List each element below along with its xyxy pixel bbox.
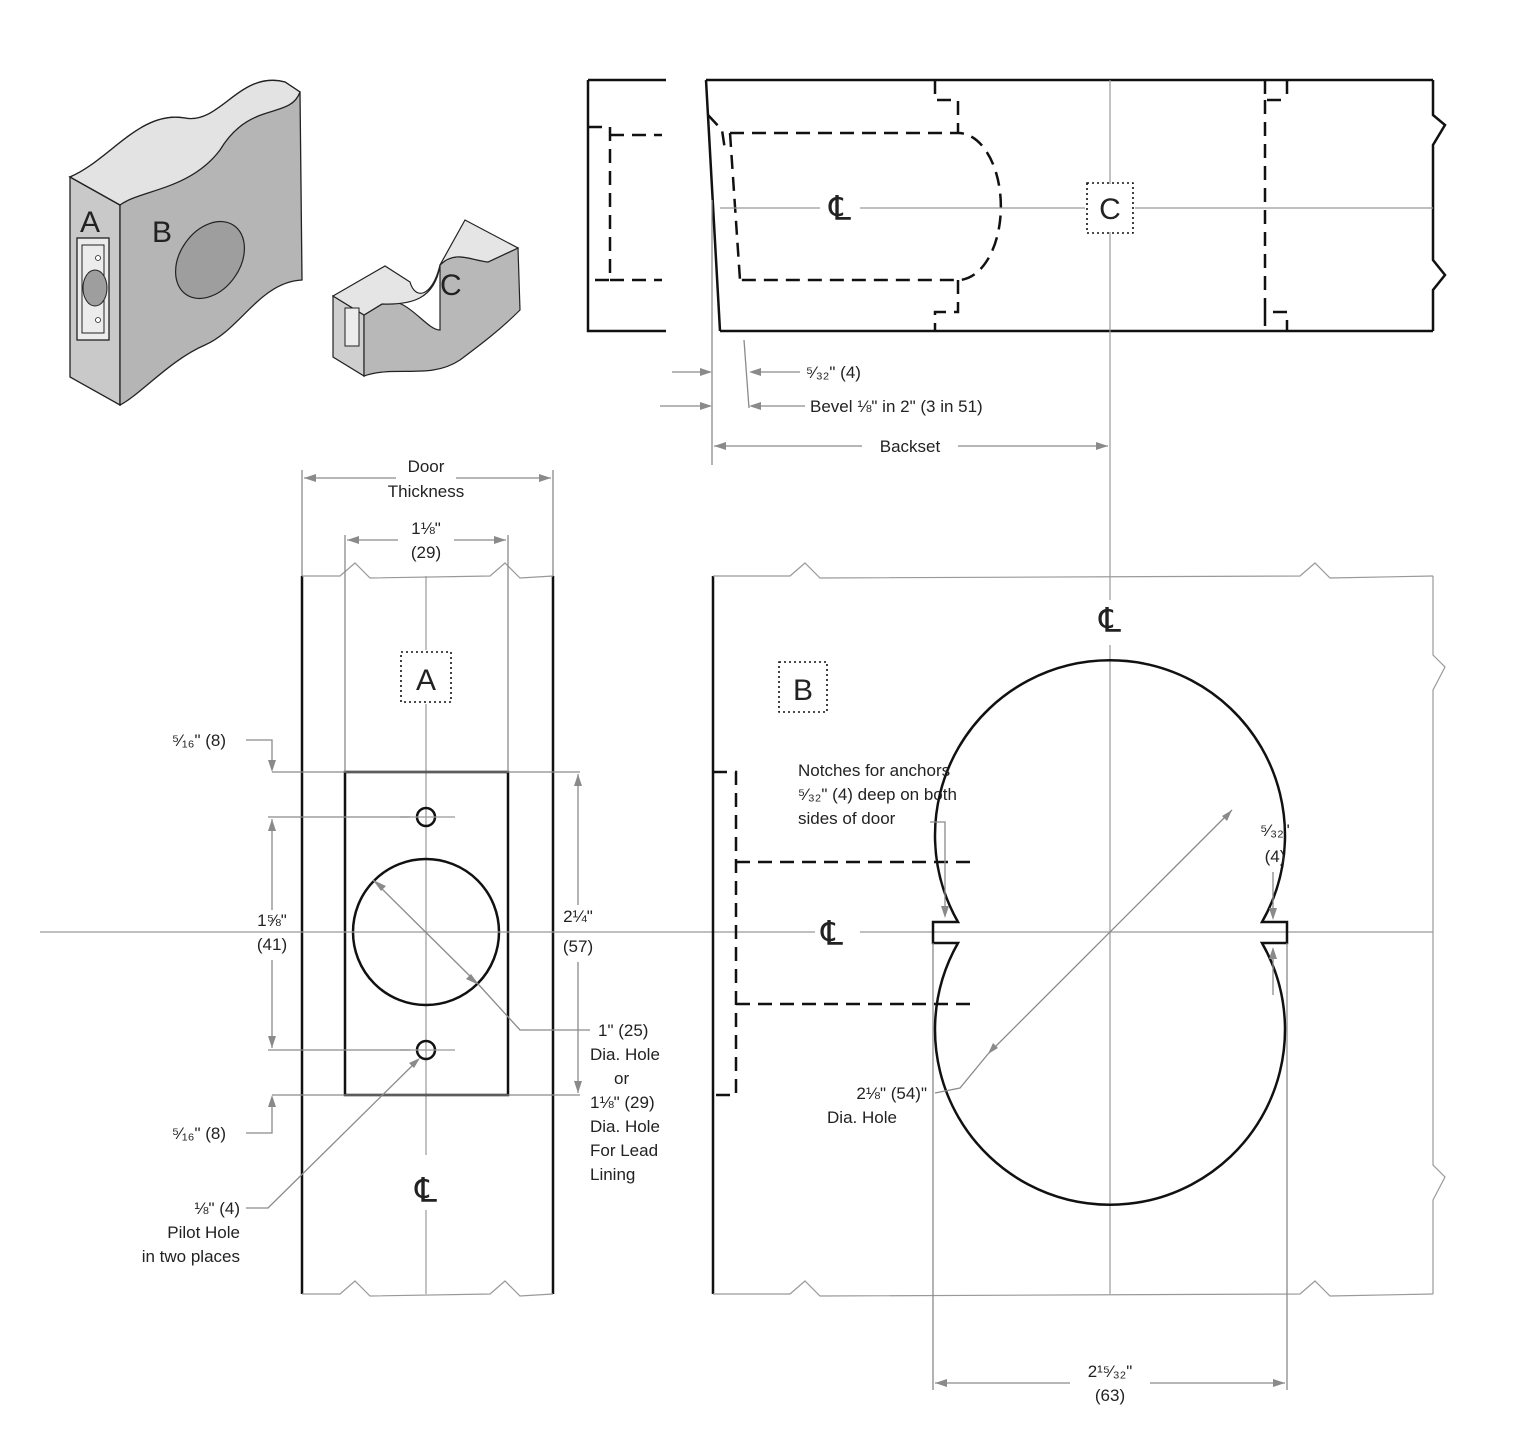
dim-door-thickness-1: Door bbox=[408, 457, 445, 476]
box-b-label: B bbox=[793, 674, 813, 707]
dim-dia-1: 2⅛" (54)" bbox=[856, 1084, 927, 1103]
dim-5-16-top: ⁵⁄₁₆" (8) bbox=[172, 731, 226, 750]
dim-hole-2: Dia. Hole bbox=[590, 1045, 660, 1064]
iso-block-sketch: C bbox=[331, 219, 521, 378]
dim-pilot-2: Pilot Hole bbox=[167, 1223, 240, 1242]
dim-hole-5: Dia. Hole bbox=[590, 1117, 660, 1136]
iso-label-b: B bbox=[152, 216, 172, 249]
dim-height-2: (57) bbox=[563, 937, 593, 956]
dim-5-32-top: ⁵⁄₃₂" (4) bbox=[806, 363, 861, 382]
dim-hole-6: For Lead bbox=[590, 1141, 658, 1160]
iso-door-sketch: A B bbox=[68, 79, 303, 407]
box-a-label: A bbox=[416, 664, 436, 697]
dim-hole-3: or bbox=[614, 1069, 629, 1088]
dim-spacing-2: (41) bbox=[257, 935, 287, 954]
edge-view: A ℄ Door Thickness 1⅛" (29) ⁵⁄₁₆" (8) bbox=[40, 457, 815, 1297]
dim-notch-depth-2: (4) bbox=[1265, 847, 1286, 866]
box-c bbox=[1086, 182, 1134, 234]
dim-door-thickness-2: Thickness bbox=[388, 482, 465, 501]
iso-block-top bbox=[331, 219, 520, 316]
iso-label-c: C bbox=[440, 269, 462, 302]
face-view-centerline: ℄ bbox=[820, 915, 843, 953]
face-view: B ℄ ℄ 2⅛" (54)" Dia. Hole Notches for an… bbox=[711, 562, 1446, 1405]
edge-view-centerline: ℄ bbox=[414, 1172, 437, 1210]
dim-pilot-3: in two places bbox=[142, 1247, 240, 1266]
top-view: C ℄ ⁵⁄₃₂" (4) Bevel ⅛" in 2" (3 in 51) B… bbox=[586, 78, 1447, 600]
dim-hole-7: Lining bbox=[590, 1165, 635, 1184]
dim-bevel: Bevel ⅛" in 2" (3 in 51) bbox=[810, 397, 983, 416]
box-c-label: C bbox=[1099, 193, 1121, 226]
iso-bore-hole bbox=[174, 220, 246, 300]
dim-spacing-1: 1⅝" bbox=[257, 911, 287, 930]
dim-overall-width-2: (63) bbox=[1095, 1386, 1125, 1405]
dim-notch-depth-1: ⁵⁄₃₂" bbox=[1260, 821, 1289, 840]
notch-note-3: sides of door bbox=[798, 809, 896, 828]
dim-backset: Backset bbox=[880, 437, 941, 456]
dim-width-1: 1⅛" bbox=[411, 519, 441, 538]
dim-5-16-bottom: ⁵⁄₁₆" (8) bbox=[172, 1124, 226, 1143]
dim-height-1: 2¼" bbox=[563, 907, 593, 926]
iso-block-face bbox=[363, 247, 521, 377]
box-b bbox=[778, 661, 828, 713]
dim-overall-width-1: 2¹⁵⁄₃₂" bbox=[1088, 1362, 1133, 1381]
dim-hole-4: 1⅛" (29) bbox=[590, 1093, 655, 1112]
iso-label-a: A bbox=[80, 206, 100, 239]
dim-dia-2: Dia. Hole bbox=[827, 1108, 897, 1127]
notch-note-1: Notches for anchors bbox=[798, 761, 950, 780]
dim-hole-1: 1" (25) bbox=[598, 1021, 648, 1040]
box-a bbox=[400, 651, 452, 703]
iso-latch-hole bbox=[82, 269, 108, 307]
top-view-centerline: ℄ bbox=[828, 190, 851, 228]
face-view-centerline-top: ℄ bbox=[1098, 602, 1121, 640]
bore-hole bbox=[931, 659, 1289, 1206]
iso-door-top bbox=[68, 79, 301, 206]
notch-note-2: ⁵⁄₃₂" (4) deep on both bbox=[798, 785, 957, 804]
dim-pilot-1: ⅛" (4) bbox=[194, 1199, 240, 1218]
dim-width-2: (29) bbox=[411, 543, 441, 562]
